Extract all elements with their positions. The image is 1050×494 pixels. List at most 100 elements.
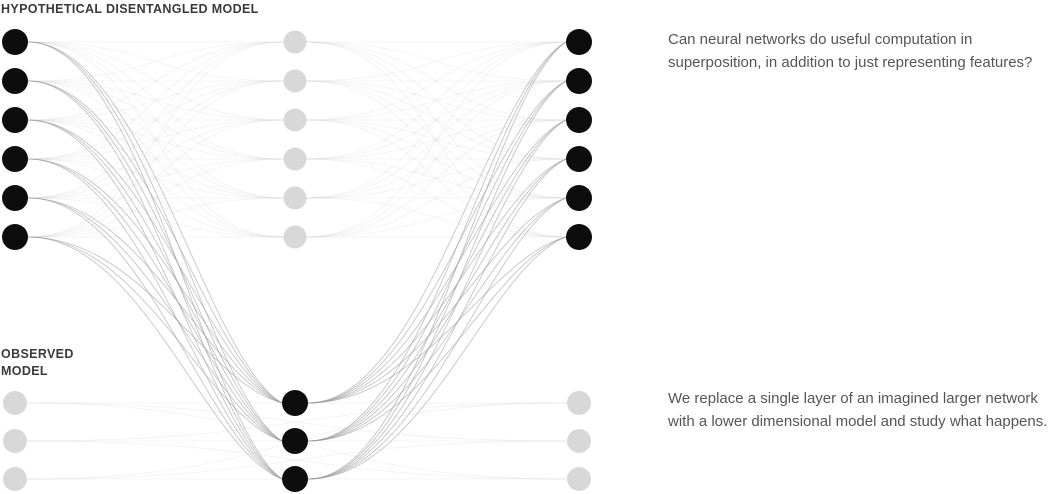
edge bbox=[27, 41, 284, 121]
edge bbox=[27, 158, 283, 442]
edge bbox=[306, 119, 567, 160]
edge bbox=[306, 158, 567, 199]
edge bbox=[307, 197, 567, 480]
node-hypo-input-3 bbox=[2, 146, 28, 172]
edge bbox=[307, 80, 567, 480]
side-note-explanation: We replace a single layer of an imagined… bbox=[668, 390, 1048, 430]
edge bbox=[306, 41, 567, 82]
edge bbox=[306, 119, 567, 238]
node-obs-output-0 bbox=[567, 391, 591, 415]
node-obs-output-1 bbox=[567, 429, 591, 453]
edge bbox=[27, 80, 284, 238]
edge bbox=[27, 41, 283, 442]
edge bbox=[307, 41, 567, 442]
node-hypo-hidden-1 bbox=[283, 69, 307, 93]
edge bbox=[307, 236, 567, 442]
edge bbox=[27, 119, 284, 160]
edge bbox=[306, 41, 567, 160]
node-obs-input-0 bbox=[3, 391, 27, 415]
edge bbox=[27, 41, 284, 238]
edge bbox=[27, 80, 284, 160]
edge bbox=[27, 41, 284, 82]
edge bbox=[306, 80, 567, 199]
edge bbox=[307, 197, 567, 404]
edge bbox=[27, 80, 284, 121]
edge bbox=[27, 41, 283, 404]
edge bbox=[27, 119, 284, 160]
node-obs-hidden-2 bbox=[282, 466, 308, 492]
edge bbox=[306, 41, 567, 199]
hypothetical-model-label: HYPOTHETICAL DISENTANGLED MODEL bbox=[1, 2, 259, 16]
edge bbox=[27, 119, 283, 442]
edge bbox=[306, 41, 567, 199]
edge bbox=[306, 80, 567, 160]
side-note-question: Can neural networks do useful computatio… bbox=[668, 31, 1033, 71]
node-hypo-output-3 bbox=[566, 146, 592, 172]
edge bbox=[27, 80, 284, 160]
edge bbox=[307, 236, 567, 480]
edge bbox=[27, 119, 283, 404]
edge bbox=[306, 158, 567, 238]
edge bbox=[27, 41, 284, 238]
edge bbox=[27, 197, 283, 480]
node-obs-hidden-1 bbox=[282, 428, 308, 454]
edge bbox=[27, 197, 283, 442]
edge bbox=[27, 41, 284, 121]
node-obs-input-1 bbox=[3, 429, 27, 453]
edge bbox=[307, 197, 567, 442]
node-hypo-hidden-0 bbox=[283, 30, 307, 54]
edge bbox=[27, 41, 284, 160]
node-group bbox=[2, 29, 592, 492]
edge bbox=[306, 41, 567, 238]
edge bbox=[306, 119, 567, 199]
node-hypo-input-0 bbox=[2, 29, 28, 55]
edge bbox=[27, 80, 284, 238]
node-hypo-output-1 bbox=[566, 68, 592, 94]
edge bbox=[27, 41, 284, 82]
edge bbox=[27, 236, 283, 404]
edge bbox=[306, 41, 567, 160]
edge bbox=[27, 158, 284, 238]
edge bbox=[307, 119, 567, 442]
node-hypo-input-4 bbox=[2, 185, 28, 211]
node-hypo-hidden-5 bbox=[283, 225, 307, 249]
node-hypo-hidden-4 bbox=[283, 186, 307, 210]
edge bbox=[307, 119, 567, 480]
edge bbox=[27, 119, 283, 480]
edge bbox=[27, 80, 284, 199]
edge bbox=[307, 41, 567, 404]
node-obs-input-2 bbox=[3, 467, 27, 491]
edge bbox=[27, 41, 284, 199]
edge bbox=[307, 80, 567, 442]
edge bbox=[306, 119, 567, 199]
edge bbox=[306, 41, 567, 238]
edge bbox=[307, 158, 567, 480]
node-hypo-output-4 bbox=[566, 185, 592, 211]
observed-model-label: OBSERVED MODEL bbox=[1, 347, 74, 378]
node-hypo-input-2 bbox=[2, 107, 28, 133]
edge bbox=[306, 119, 567, 160]
edge bbox=[27, 80, 284, 121]
edge bbox=[306, 80, 567, 121]
node-obs-hidden-0 bbox=[282, 390, 308, 416]
node-hypo-output-2 bbox=[566, 107, 592, 133]
edge bbox=[306, 158, 567, 238]
edge bbox=[306, 41, 567, 121]
edge bbox=[26, 440, 568, 480]
edge bbox=[27, 197, 283, 404]
edge bbox=[27, 41, 284, 160]
edge bbox=[26, 440, 568, 480]
node-hypo-output-0 bbox=[566, 29, 592, 55]
edge bbox=[27, 80, 283, 480]
node-hypo-hidden-2 bbox=[283, 108, 307, 132]
edge bbox=[306, 119, 567, 238]
node-hypo-output-5 bbox=[566, 224, 592, 250]
edge bbox=[306, 80, 567, 160]
edge bbox=[27, 41, 283, 480]
edge bbox=[27, 119, 284, 199]
edge bbox=[306, 80, 567, 199]
edge bbox=[307, 80, 567, 404]
edge bbox=[27, 119, 284, 199]
edge bbox=[306, 41, 567, 82]
